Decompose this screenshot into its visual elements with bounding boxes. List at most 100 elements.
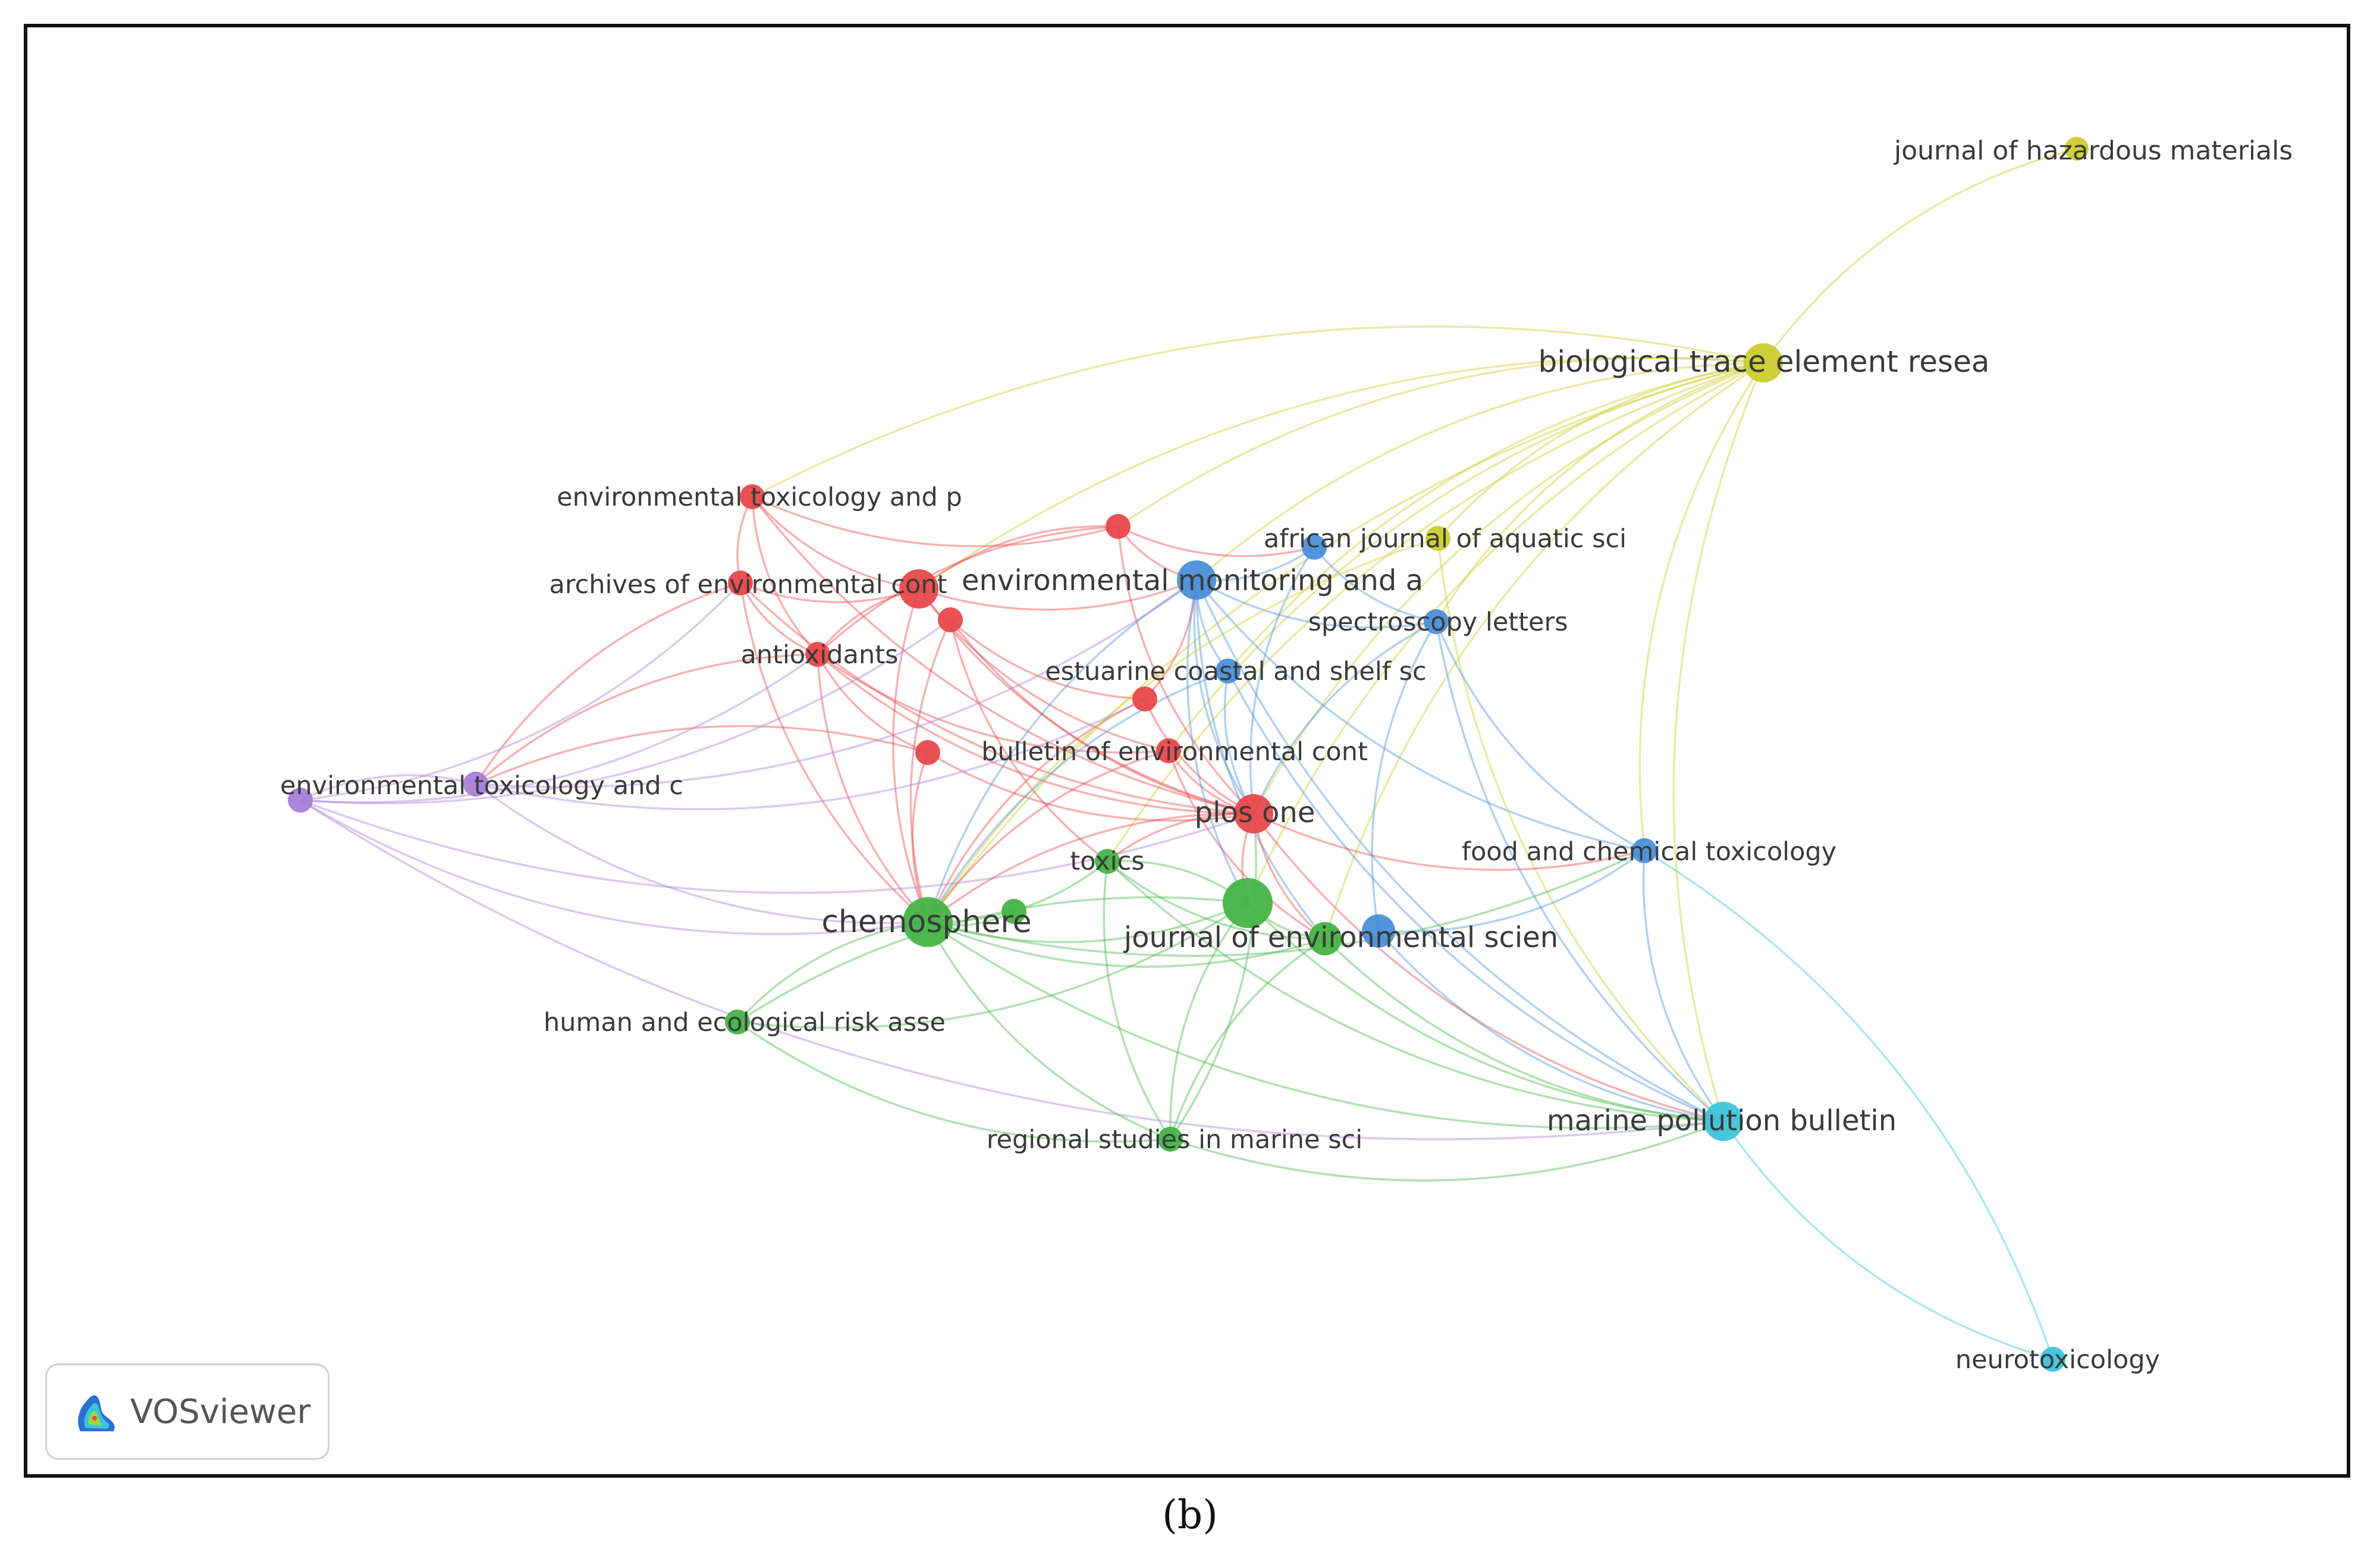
- link-biotrace-plos: [1252, 362, 1764, 814]
- link-jes-regional: [1169, 938, 1326, 1140]
- label-african[interactable]: african journal of aquatic sci: [1264, 524, 1627, 554]
- link-red_top-african_blue: [1117, 525, 1315, 557]
- link-biotrace-marine: [1672, 362, 1764, 1122]
- link-biotrace-chemo: [927, 362, 1764, 923]
- link-biotrace-jes: [1324, 362, 1764, 939]
- link-envtoxp-antiox: [751, 496, 819, 656]
- label-toxics[interactable]: toxics: [1070, 847, 1144, 876]
- link-spectro-marine: [1435, 621, 1725, 1123]
- link-envtoxc-envmon: [475, 579, 1198, 788]
- label-antiox[interactable]: antioxidants: [741, 640, 899, 670]
- link-human-regional: [736, 1021, 1171, 1143]
- link-biotrace-red_big: [918, 356, 1764, 590]
- link-african_blue-plos: [1249, 547, 1315, 814]
- link-archives-chemo: [739, 582, 929, 923]
- label-jes[interactable]: journal of environmental scien: [1123, 921, 1558, 954]
- label-envtoxp[interactable]: environmental toxicology and p: [557, 482, 962, 512]
- node-archives[interactable]: [728, 570, 753, 595]
- link-regional-marine: [1170, 1120, 1724, 1182]
- labels-layer: journal of hazardous materials biological…: [280, 136, 2293, 1375]
- label-envtoxc[interactable]: environmental toxicology and c: [280, 771, 683, 801]
- node-jes[interactable]: [1308, 922, 1342, 955]
- nodes-layer: [288, 137, 2089, 1372]
- node-jes_blue[interactable]: [1362, 914, 1395, 948]
- link-spectro-jes_blue: [1371, 621, 1437, 932]
- link-jes-marine: [1324, 938, 1724, 1123]
- node-marine[interactable]: [1704, 1102, 1743, 1141]
- label-human[interactable]: human and ecological risk asse: [544, 1008, 946, 1037]
- link-archives-plos: [739, 582, 1254, 815]
- link-envmon-chemo: [927, 579, 1197, 923]
- node-red_big[interactable]: [899, 569, 938, 609]
- node-regional[interactable]: [1158, 1127, 1183, 1152]
- node-envtoxc[interactable]: [463, 772, 488, 797]
- link-envtoxp-red_top: [752, 496, 1119, 547]
- link-archives-red_big: [740, 582, 919, 603]
- node-toxics[interactable]: [1095, 849, 1120, 874]
- link-red_big-envmon: [918, 579, 1197, 611]
- link-envtoxc-red_center: [475, 698, 1145, 811]
- link-neuro-foodchem: [1644, 849, 2054, 1360]
- label-plos[interactable]: plos one: [1195, 796, 1315, 829]
- node-african[interactable]: [1426, 526, 1450, 551]
- node-hazardous[interactable]: [2065, 137, 2089, 161]
- node-red_center[interactable]: [1132, 686, 1157, 711]
- link-red_mid-toxics: [949, 619, 1109, 863]
- link-chemo-jes: [927, 921, 1326, 968]
- label-foodchem[interactable]: food and chemical toxicology: [1462, 837, 1836, 867]
- label-hazardous[interactable]: journal of hazardous materials: [1894, 136, 2293, 166]
- link-jes_blue-marine: [1377, 930, 1724, 1123]
- node-african_blue[interactable]: [1302, 535, 1327, 560]
- node-red_left[interactable]: [915, 740, 940, 765]
- label-neuro[interactable]: neurotoxicology: [1955, 1345, 2160, 1375]
- visualization-frame: [24, 24, 2350, 1478]
- node-red_mid[interactable]: [938, 607, 963, 632]
- link-red_mid-chemo: [909, 619, 952, 923]
- node-biotrace[interactable]: [1744, 343, 1783, 383]
- node-green_small[interactable]: [1001, 899, 1026, 924]
- link-biotrace-spectro: [1435, 362, 1764, 622]
- node-red_top[interactable]: [1106, 514, 1131, 539]
- link-purple_left-archives: [300, 582, 742, 801]
- label-marine[interactable]: marine pollution bulletin: [1547, 1104, 1897, 1137]
- label-archives[interactable]: archives of environmental cont: [550, 570, 947, 600]
- link-envmon-green_big: [1186, 579, 1249, 904]
- node-foodchem[interactable]: [1632, 838, 1657, 863]
- link-african_blue-spectro: [1313, 546, 1437, 623]
- link-biotrace-african: [1437, 362, 1764, 540]
- link-biotrace-toxics: [1106, 362, 1764, 862]
- label-envmon[interactable]: environmental monitoring and a: [962, 564, 1423, 597]
- node-envtoxp[interactable]: [740, 484, 765, 509]
- label-biotrace[interactable]: biological trace element resea: [1538, 344, 1990, 379]
- link-archives-antiox: [739, 582, 818, 656]
- node-spectro[interactable]: [1424, 609, 1449, 634]
- link-plos-marine: [1252, 813, 1724, 1123]
- node-bulletin[interactable]: [1156, 738, 1181, 763]
- link-antiox-red_left: [817, 654, 928, 754]
- node-purple_left[interactable]: [288, 788, 313, 813]
- node-envmon[interactable]: [1177, 560, 1216, 600]
- link-chemo-foodchem: [927, 849, 1645, 957]
- link-bulletin-jes: [1167, 750, 1326, 940]
- link-envmon-spectro: [1196, 579, 1437, 629]
- node-chemo[interactable]: [903, 897, 953, 947]
- node-neuro[interactable]: [2040, 1347, 2065, 1372]
- label-bulletin[interactable]: bulletin of environmental cont: [981, 737, 1368, 767]
- link-red_top-antiox: [817, 525, 1119, 656]
- link-red_mid-plos: [949, 619, 1254, 815]
- link-chemo-human: [736, 921, 928, 1023]
- node-plos[interactable]: [1234, 794, 1273, 833]
- link-purple_left-chemo: [300, 799, 928, 935]
- link-african-chemo: [927, 537, 1439, 923]
- label-spectro[interactable]: spectroscopy letters: [1308, 607, 1568, 637]
- label-estuarine[interactable]: estuarine coastal and shelf sc: [1045, 657, 1426, 686]
- label-regional[interactable]: regional studies in marine sci: [987, 1125, 1362, 1155]
- node-antiox[interactable]: [805, 642, 830, 667]
- link-green_big-regional: [1169, 902, 1249, 1140]
- node-estuarine[interactable]: [1216, 659, 1241, 684]
- node-green_big[interactable]: [1223, 878, 1273, 928]
- node-human[interactable]: [725, 1010, 750, 1035]
- label-chemo[interactable]: chemosphere: [821, 904, 1031, 940]
- link-green_big-marine: [1246, 902, 1724, 1123]
